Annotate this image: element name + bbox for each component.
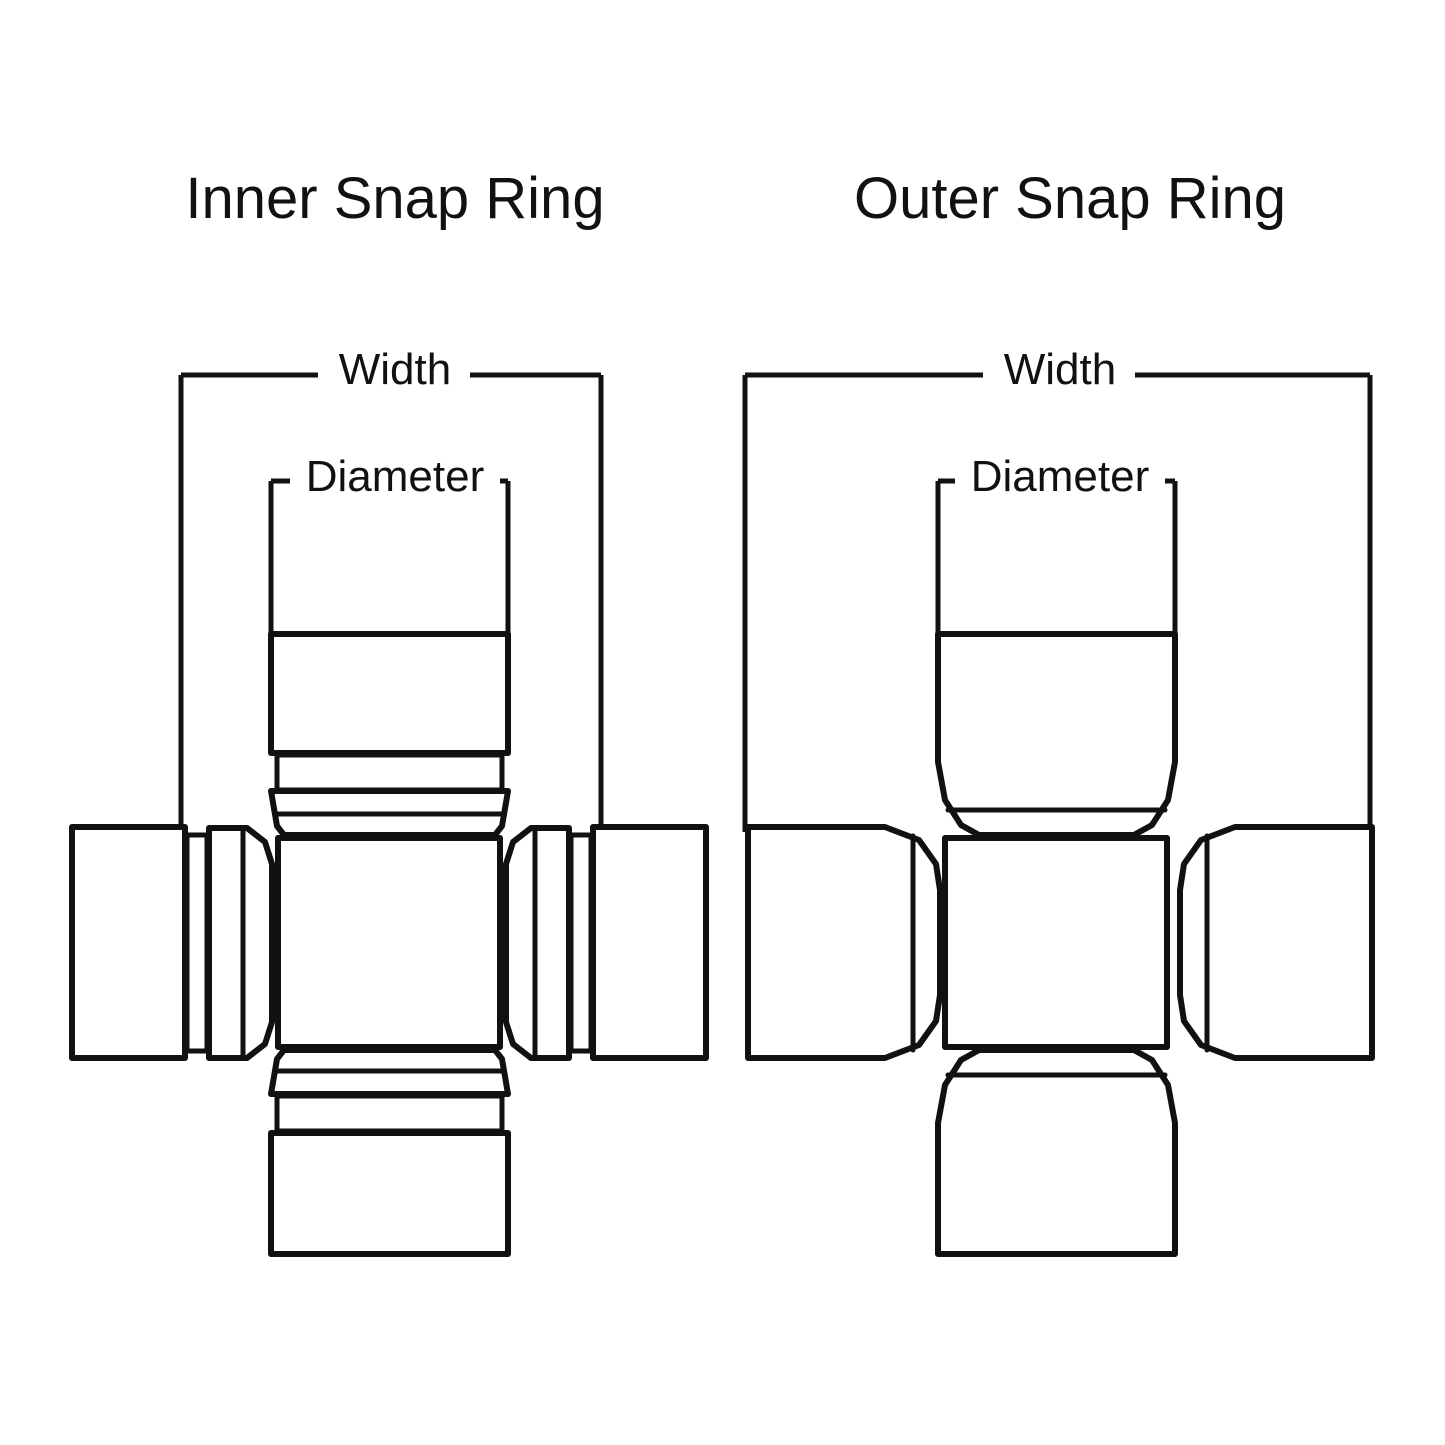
right-bearing-cap-right-diagram [1177,824,1375,1061]
page-title-outer-snap-ring: Outer Snap Ring [853,166,1287,231]
width-dimension-right [742,372,1373,832]
width-dimension-label-left: Width [320,348,470,392]
diameter-dimension-label-right: Diameter [955,455,1165,499]
right-snap-ring-band-left-diagram [568,832,594,1054]
width-dimension-left [178,372,604,832]
top-snap-ring-band-left-diagram [274,752,505,793]
left-bearing-cap-right-diagram [745,824,943,1061]
width-dimension-label-right: Width [985,348,1135,392]
bottom-snap-ring-band-left-diagram [274,1093,505,1134]
center-cross-body-right-diagram [942,835,1170,1050]
bottom-bearing-cap-left-diagram [268,1130,511,1257]
top-bearing-cap-right-diagram [935,631,1178,838]
diameter-dimension-left [268,478,511,634]
left-snap-ring-band-left-diagram [184,832,210,1054]
page-title-inner-snap-ring: Inner Snap Ring [185,166,605,231]
left-bearing-cap-left-diagram [69,824,188,1061]
outer-snap-ring-diagram [742,372,1375,1257]
diameter-dimension-label-left: Diameter [290,455,500,499]
inner-snap-ring-diagram [69,372,709,1257]
top-bearing-cap-left-diagram [268,631,511,756]
right-bearing-cap-left-diagram [590,824,709,1061]
bottom-bearing-cap-right-diagram [935,1047,1178,1257]
center-cross-body-left-diagram [275,835,503,1050]
diameter-dimension-right [935,478,1178,634]
